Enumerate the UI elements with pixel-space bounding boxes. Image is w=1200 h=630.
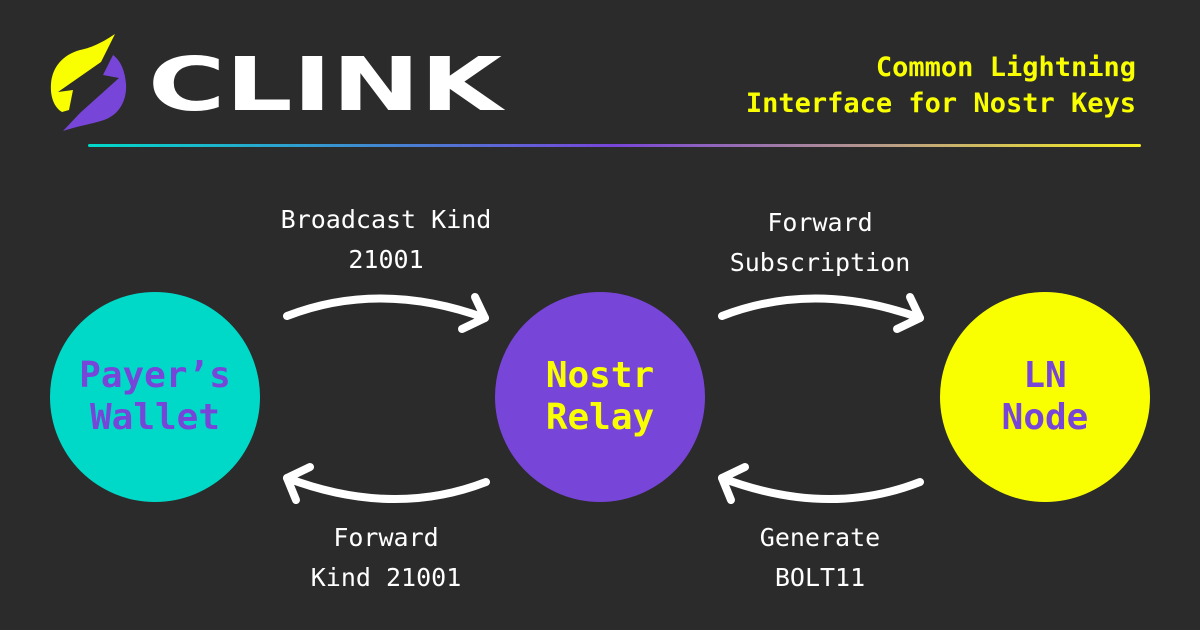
step-label-forward-kind: Forward Kind 21001 <box>236 518 536 598</box>
arrow-right-icon <box>283 293 489 333</box>
node-nostr-relay: Nostr Relay <box>495 292 705 502</box>
step-label-line: Generate <box>759 523 881 552</box>
step-label-line: Kind 21001 <box>310 563 462 592</box>
gradient-divider <box>88 144 1141 147</box>
tagline-line-1: Common Lightning <box>875 52 1136 83</box>
step-label-forward-subscription: Forward Subscription <box>670 203 970 283</box>
step-label-generate-bolt11: Generate BOLT11 <box>670 518 970 598</box>
node-payer-wallet: Payer’s Wallet <box>50 292 260 502</box>
node-label-line: Node <box>1001 397 1089 438</box>
node-label-line: Payer’s <box>79 355 231 396</box>
logo: CLINK <box>50 34 506 131</box>
step-label-line: Forward <box>767 208 873 237</box>
step-label-line: Subscription <box>729 248 911 277</box>
tagline-line-2: Interface for Nostr Keys <box>745 88 1136 119</box>
arrow-left-icon <box>283 463 490 504</box>
lightning-bolt-circle-icon <box>50 34 127 131</box>
arrow-left-icon <box>718 463 924 504</box>
node-label-line: LN <box>1023 355 1067 396</box>
node-ln-node: LN Node <box>940 292 1150 502</box>
logo-yellow-half <box>50 34 115 112</box>
step-label-line: Broadcast Kind <box>280 205 492 234</box>
arrow-right-icon <box>718 293 924 333</box>
step-label-line: Forward <box>333 523 439 552</box>
wordmark: CLINK <box>148 42 506 128</box>
node-label-line: Relay <box>545 397 655 438</box>
tagline: Common Lightning Interface for Nostr Key… <box>746 50 1136 122</box>
node-label-line: Nostr <box>545 355 655 396</box>
node-label-line: Wallet <box>89 397 221 438</box>
step-label-line: BOLT11 <box>774 563 866 592</box>
step-label-broadcast: Broadcast Kind 21001 <box>236 200 536 280</box>
logo-purple-half <box>63 55 127 131</box>
step-label-line: 21001 <box>348 245 424 274</box>
